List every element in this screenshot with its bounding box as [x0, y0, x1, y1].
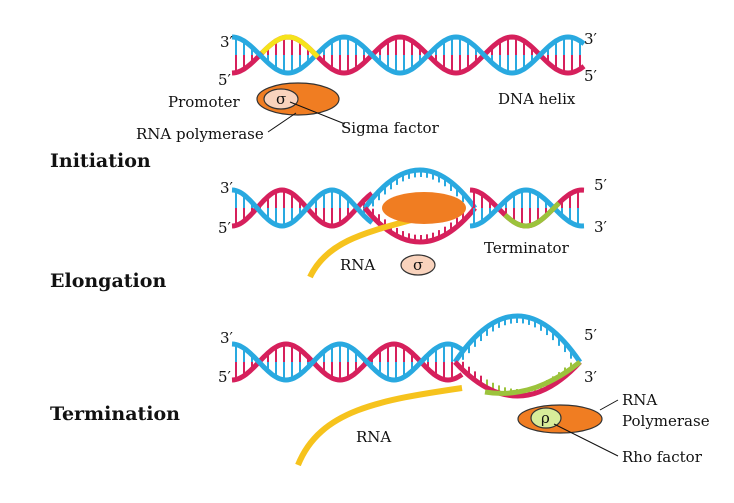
dna-strand — [453, 360, 582, 399]
rna-polymerase-label-line2: Polymerase — [622, 412, 710, 430]
promoter-label: Promoter — [168, 93, 240, 111]
rna-polymerase-shape — [382, 192, 466, 224]
dna-strand — [231, 341, 464, 383]
sigma-factor-shape — [400, 254, 436, 276]
end-label: 3′ — [220, 33, 234, 51]
terminator-region — [484, 360, 582, 396]
end-label: 5′ — [218, 219, 232, 237]
dna-strand — [231, 341, 464, 383]
sigma-factor-shape — [263, 88, 299, 110]
dna-strand — [231, 187, 374, 229]
end-label: 5′ — [218, 71, 232, 89]
sigma-factor-label: Sigma factor — [341, 119, 440, 137]
termination-stage: ρ RNA Polymerase Rho factor RNA 3′ 5′ 5′… — [50, 326, 710, 467]
rho-factor-shape — [530, 407, 562, 429]
end-label: 3′ — [594, 218, 608, 236]
rho-leader — [553, 423, 619, 457]
rna-label: RNA — [340, 256, 375, 274]
terminator-label: Terminator — [484, 239, 570, 257]
termination-label: Termination — [50, 403, 180, 425]
end-label: 3′ — [220, 179, 234, 197]
dna-helix-label: DNA helix — [498, 90, 576, 108]
rna-polymerase-label: RNA polymerase — [136, 125, 264, 143]
end-label: 5′ — [584, 326, 598, 344]
dna-strand — [452, 313, 583, 364]
elongation-label: Elongation — [50, 270, 166, 292]
sigma-leader — [289, 101, 346, 125]
end-label: 5′ — [594, 176, 608, 194]
dna-strand — [362, 167, 478, 210]
rna-strand — [295, 385, 463, 467]
initiation-label: Initiation — [50, 150, 151, 172]
highlight-region — [260, 34, 320, 59]
dna-strand — [363, 206, 477, 245]
elongation-stage: σ RNA Terminator 3′ 5′ 5′ 3′ Elongation — [50, 176, 608, 292]
polymerase-leader — [599, 399, 619, 411]
dna-helices — [231, 34, 586, 399]
sigma-symbol: σ — [413, 256, 423, 274]
rho-symbol: ρ — [541, 409, 550, 427]
highlight-region — [503, 201, 561, 229]
sigma-symbol: σ — [276, 90, 286, 108]
dna-strand — [231, 34, 586, 76]
rna-polymerase-label-line1: RNA — [622, 391, 657, 409]
rho-factor-label: Rho factor — [622, 448, 703, 466]
end-label: 5′ — [218, 368, 232, 386]
polymerase-leader — [267, 112, 297, 133]
end-label: 3′ — [584, 30, 598, 48]
dna-strand — [469, 187, 585, 229]
rna-label: RNA — [356, 428, 391, 446]
end-label: 3′ — [584, 368, 598, 386]
end-label: 5′ — [584, 67, 598, 85]
end-label: 3′ — [220, 329, 234, 347]
initiation-stage: σ Promoter RNA polymerase Sigma factor D… — [50, 30, 598, 172]
